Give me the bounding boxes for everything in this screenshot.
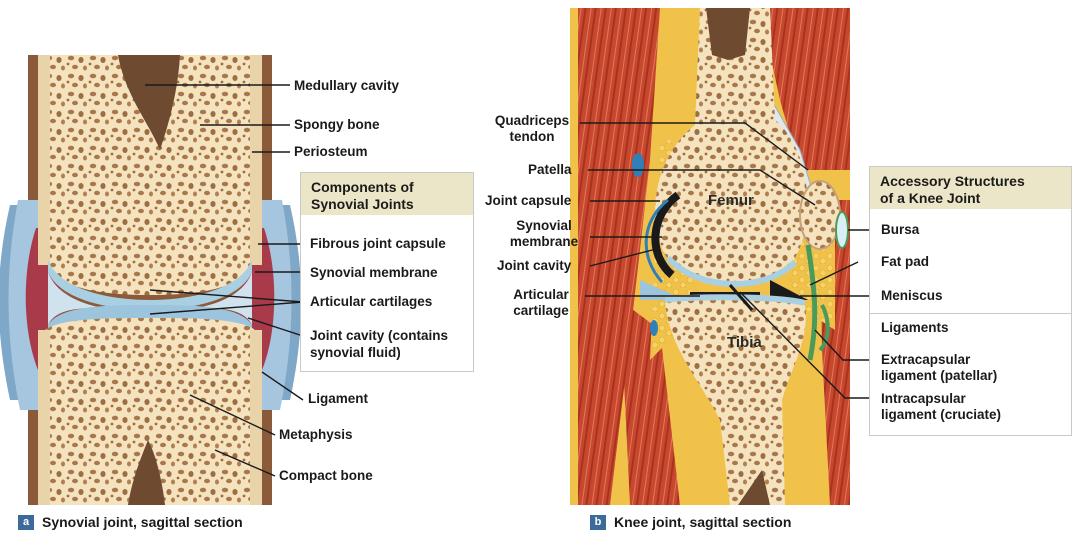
label-meniscus: Meniscus xyxy=(881,288,943,303)
badge-b: b xyxy=(590,514,606,530)
label-articular-cartilages: Articular cartilages xyxy=(310,294,433,309)
label-articular-cartilage: Articular cartilage xyxy=(498,287,584,319)
badge-a: a xyxy=(18,514,34,530)
panel-a-leaders xyxy=(145,84,304,477)
label-synovial-membrane-a: Synovial membrane xyxy=(310,265,438,280)
label-ligament: Ligament xyxy=(308,391,369,406)
accessory-divider xyxy=(870,313,1071,314)
accessory-title-line2: of a Knee Joint xyxy=(880,190,981,206)
label-joint-cavity-b: Joint cavity xyxy=(497,258,572,273)
panel-b-drawing xyxy=(570,8,850,505)
label-quadriceps-line2: tendon xyxy=(509,129,555,144)
label-articular-line1: Articular xyxy=(513,287,569,302)
label-extracapsular-line2: ligament (patellar) xyxy=(881,368,998,383)
accessory-title-line1: Accessory Structures xyxy=(880,173,1025,189)
label-bursa: Bursa xyxy=(881,222,920,237)
label-synovial-membrane-b: Synovial membrane xyxy=(500,218,588,250)
label-intracapsular-line2: ligament (cruciate) xyxy=(881,407,1002,422)
label-patella: Patella xyxy=(528,162,572,177)
components-title-line2: Synovial Joints xyxy=(311,196,414,212)
label-quadriceps-line1: Quadriceps xyxy=(494,113,570,128)
label-joint-cavity-a-line2: synovial fluid) xyxy=(310,345,401,360)
components-title-line1: Components of xyxy=(311,179,414,195)
caption-b: b Knee joint, sagittal section xyxy=(590,514,791,530)
label-extracapsular: Extracapsular ligament (patellar) xyxy=(881,352,997,384)
caption-a: a Synovial joint, sagittal section xyxy=(18,514,243,530)
label-ligaments: Ligaments xyxy=(881,320,949,335)
accessory-box xyxy=(869,166,1072,436)
label-joint-capsule: Joint capsule xyxy=(485,193,572,208)
label-metaphysis: Metaphysis xyxy=(279,427,353,442)
panel-a-drawing xyxy=(0,55,302,505)
label-intracapsular-line1: Intracapsular xyxy=(881,391,966,406)
label-periosteum: Periosteum xyxy=(294,144,368,159)
label-articular-line2: cartilage xyxy=(513,303,569,318)
label-fat-pad: Fat pad xyxy=(881,254,930,269)
label-medullary-cavity: Medullary cavity xyxy=(294,78,400,93)
label-compact-bone: Compact bone xyxy=(279,468,373,483)
label-synovial-b-line2: membrane xyxy=(509,234,579,249)
caption-b-text: Knee joint, sagittal section xyxy=(614,514,792,530)
bone-label-femur: Femur xyxy=(708,192,754,209)
label-fibrous-joint-capsule: Fibrous joint capsule xyxy=(310,236,446,251)
components-box-title: Components of Synovial Joints xyxy=(301,173,473,215)
caption-a-text: Synovial joint, sagittal section xyxy=(42,514,243,530)
label-synovial-b-line1: Synovial xyxy=(516,218,572,233)
bone-label-tibia: Tibia xyxy=(727,334,762,351)
accessory-box-title: Accessory Structures of a Knee Joint xyxy=(870,167,1071,209)
label-spongy-bone: Spongy bone xyxy=(294,117,380,132)
label-joint-cavity-a-line1: Joint cavity (contains xyxy=(310,328,449,343)
label-quadriceps-tendon: Quadriceps tendon xyxy=(486,113,578,145)
label-extracapsular-line1: Extracapsular xyxy=(881,352,971,367)
label-intracapsular: Intracapsular ligament (cruciate) xyxy=(881,391,1001,423)
